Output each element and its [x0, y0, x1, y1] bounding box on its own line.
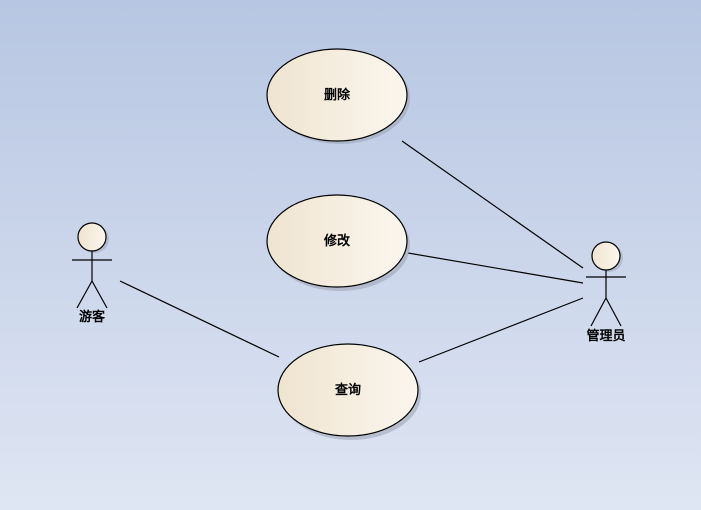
actor-visitor-figure — [72, 222, 112, 309]
usecase-query[interactable]: 查询 — [277, 343, 421, 440]
actor-admin[interactable]: 管理员 — [586, 241, 626, 344]
usecase-modify-label: 修改 — [323, 233, 351, 249]
usecase-delete[interactable]: 删除 — [266, 48, 410, 144]
actor-admin-figure — [586, 241, 626, 327]
association-admin-delete[interactable] — [401, 140, 584, 269]
association-admin-modify[interactable] — [407, 252, 584, 284]
usecase-query-label: 查询 — [334, 382, 361, 398]
actor-admin-label: 管理员 — [586, 328, 625, 344]
association-visitor-query[interactable] — [119, 280, 280, 358]
actor-visitor[interactable]: 游客 — [72, 222, 112, 325]
associations — [119, 140, 584, 363]
usecase-modify[interactable]: 修改 — [266, 194, 410, 291]
association-admin-query[interactable] — [418, 297, 584, 363]
actor-visitor-label: 游客 — [79, 309, 106, 325]
usecase-delete-label: 删除 — [324, 87, 351, 103]
